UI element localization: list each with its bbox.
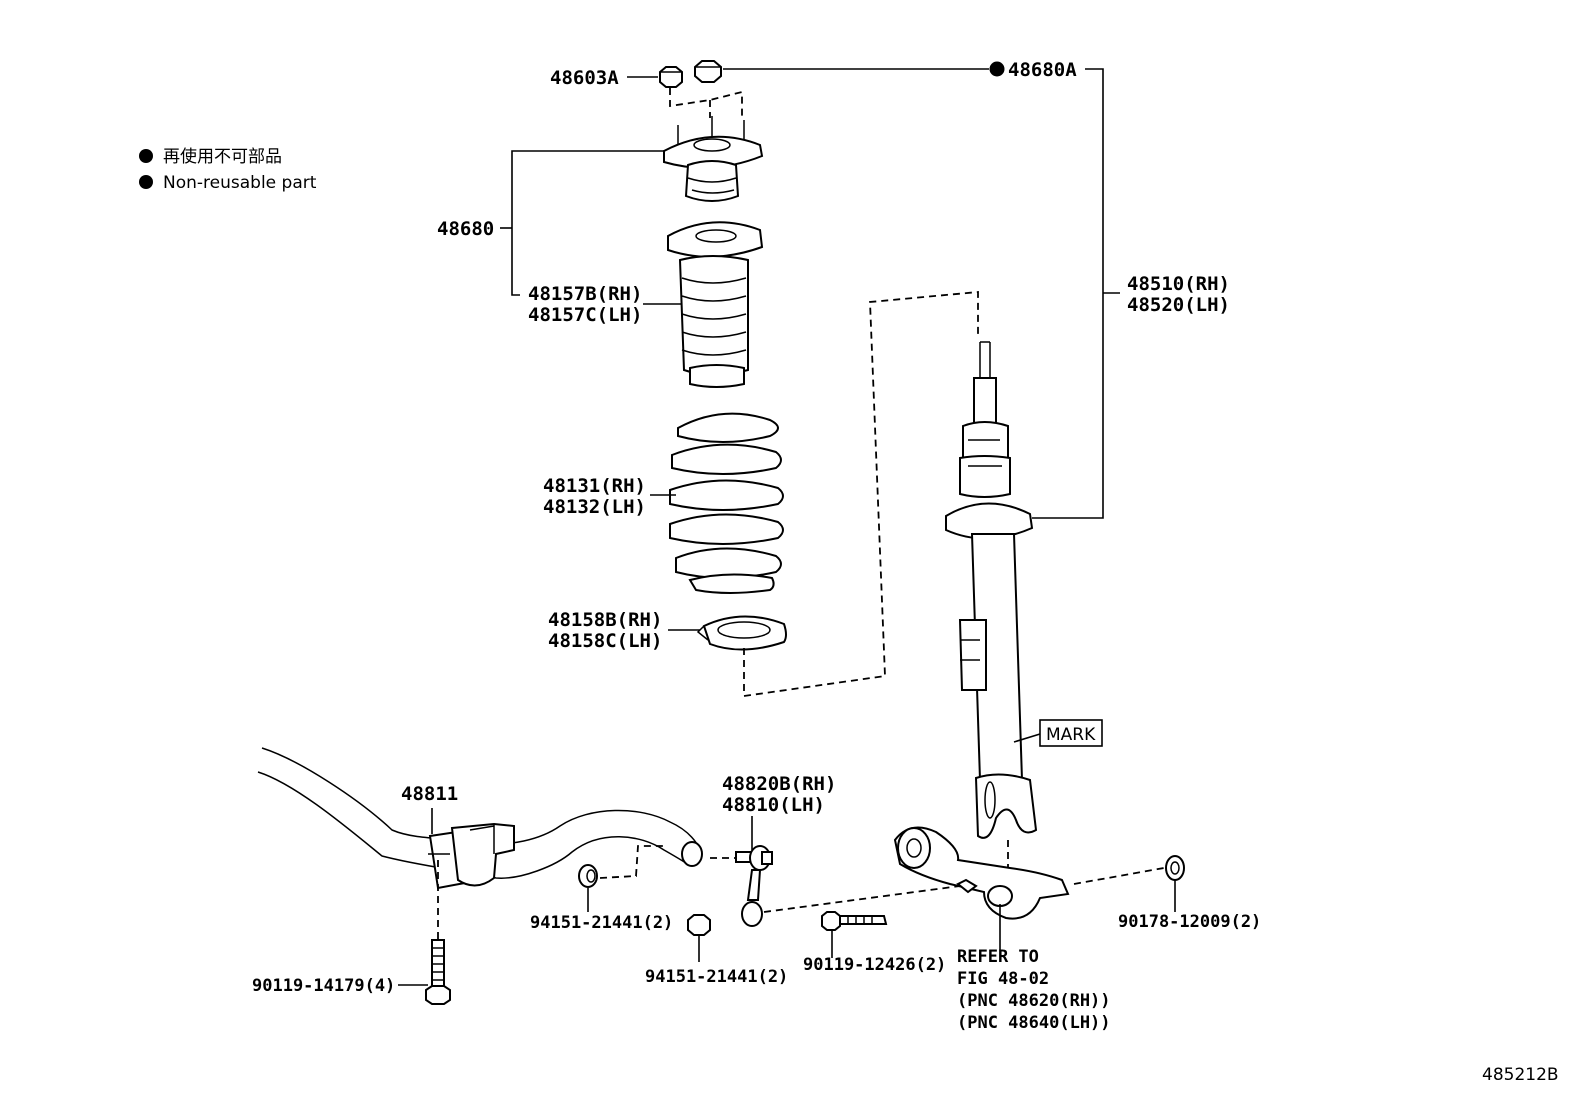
- label-refer-line-4: (PNC 48640(LH)): [957, 1013, 1111, 1033]
- bolt-90119-14179-part: [425, 939, 451, 1005]
- mark-label: MARK: [1046, 725, 1096, 745]
- coil-spring-part: [669, 412, 784, 594]
- label-bumper-lh: 48157C(LH): [528, 304, 642, 326]
- label-refer-line-1: REFER TO: [957, 947, 1039, 967]
- diagram-id: 485212B: [1482, 1065, 1559, 1085]
- label-strut-lh: 48520(LH): [1127, 294, 1230, 316]
- label-stabilizer-48811: 48811: [401, 783, 458, 805]
- label-nut-48603a: 48603A: [550, 67, 619, 89]
- label-refer-line-2: FIG 48-02: [957, 969, 1049, 989]
- stabilizer-link-part: [735, 845, 773, 927]
- label-refer-line-3: (PNC 48620(RH)): [957, 991, 1111, 1011]
- label-bolt-90119-14179: 90119-14179(4): [252, 976, 395, 996]
- label-support-48680: 48680: [437, 218, 494, 240]
- legend-text-en: Non-reusable part: [163, 173, 317, 193]
- nut-90178-part: [1165, 855, 1185, 881]
- non-reusable-bullet-icon: [139, 175, 153, 189]
- bumper-boot-part: [667, 221, 764, 388]
- nut-48603a-part: [659, 66, 683, 88]
- nut-94151-lower-part: [687, 914, 711, 936]
- non-reusable-bullet-icon: [139, 149, 153, 163]
- label-spring-lh: 48132(LH): [543, 496, 646, 518]
- shock-absorber-strut-part: [945, 341, 1038, 839]
- label-nut-94151-upper: 94151-21441(2): [530, 913, 673, 933]
- legend-text-jp: 再使用不可部品: [163, 146, 282, 167]
- label-nut-48680a: 48680A: [1008, 59, 1077, 81]
- lower-arm-part: [893, 826, 1070, 920]
- label-link-rh: 48820B(RH): [722, 773, 836, 795]
- upper-support-part: [663, 116, 764, 202]
- mark-callout: MARK: [1039, 719, 1103, 747]
- non-reusable-marker-icon: [989, 61, 1005, 77]
- nut-48680a-part: [694, 60, 722, 83]
- bolt-90119-12426-part: [821, 911, 888, 931]
- label-bumper-rh: 48157B(RH): [528, 283, 642, 305]
- label-seat-lh: 48158C(LH): [548, 630, 662, 652]
- nut-94151-upper-part: [578, 864, 598, 888]
- stabilizer-bushing-part: [428, 822, 515, 890]
- label-strut-rh: 48510(RH): [1127, 273, 1230, 295]
- legend: 再使用不可部品 Non-reusable part: [139, 146, 317, 193]
- spring-seat-part: [696, 615, 787, 651]
- label-nut-90178-12009: 90178-12009(2): [1118, 912, 1261, 932]
- label-spring-rh: 48131(RH): [543, 475, 646, 497]
- label-bolt-90119-12426: 90119-12426(2): [803, 955, 946, 975]
- label-seat-rh: 48158B(RH): [548, 609, 662, 631]
- label-nut-94151-lower: 94151-21441(2): [645, 967, 788, 987]
- label-link-lh: 48810(LH): [722, 794, 825, 816]
